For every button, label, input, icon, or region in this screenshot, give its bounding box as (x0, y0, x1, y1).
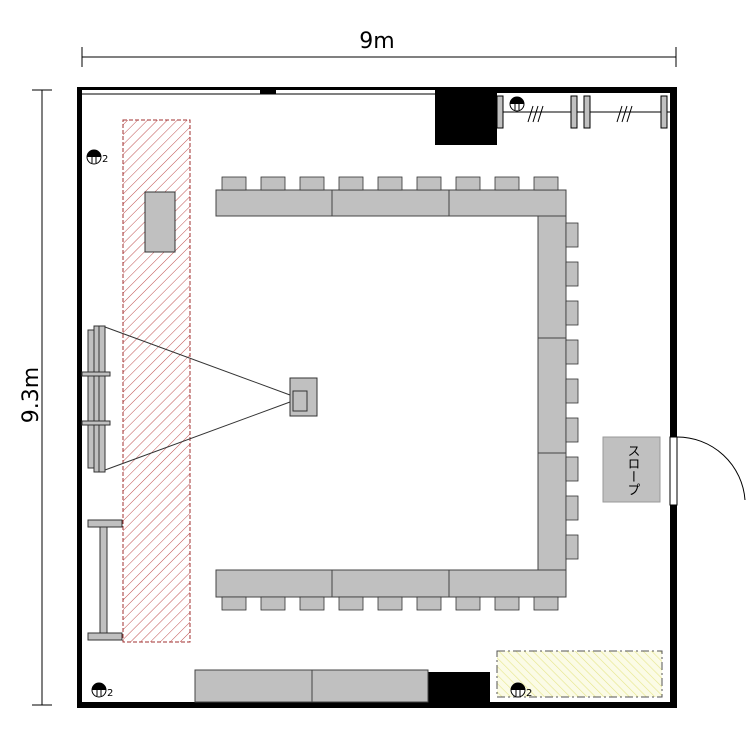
chair (416, 176, 442, 191)
width-label: 9m (359, 29, 394, 54)
stand (87, 519, 123, 641)
chair (565, 261, 579, 287)
chair (565, 300, 579, 326)
conference-tables (194, 189, 567, 703)
projector (289, 377, 318, 417)
chair (565, 456, 579, 482)
side-table (144, 191, 176, 253)
chair (299, 596, 325, 611)
chair (338, 176, 364, 191)
chair (565, 339, 579, 365)
chair (533, 176, 559, 191)
chair (338, 596, 364, 611)
chair (416, 596, 442, 611)
outlet-icon (91, 682, 107, 698)
chair (221, 596, 247, 611)
chair (455, 596, 481, 611)
chair (260, 596, 286, 611)
outlet-icon (86, 149, 102, 165)
chair (494, 176, 520, 191)
chairs (221, 176, 579, 611)
chair (299, 176, 325, 191)
outlet-count: 2 (102, 154, 108, 165)
window (496, 95, 670, 129)
pillar (435, 87, 497, 145)
chair (533, 596, 559, 611)
projection-lines (104, 326, 291, 471)
outlet-count: 2 (526, 688, 532, 699)
chair (565, 495, 579, 521)
pillar-bottom (428, 672, 490, 704)
chair (221, 176, 247, 191)
width-dimension (81, 47, 677, 67)
chair (260, 176, 286, 191)
chair (565, 534, 579, 560)
chair (565, 222, 579, 248)
outlet-count: 2 (107, 688, 113, 699)
chair (565, 378, 579, 404)
outlet-icon (510, 682, 526, 698)
slope (602, 436, 661, 503)
height-label: 9.3m (19, 367, 44, 423)
chair (494, 596, 520, 611)
walls (77, 87, 677, 708)
slope-label: スロープ (625, 444, 640, 496)
screen (81, 325, 111, 473)
chair (455, 176, 481, 191)
height-dimension (32, 89, 52, 706)
chair (565, 417, 579, 443)
outlet-icon (509, 96, 525, 112)
door[interactable] (669, 436, 746, 506)
chair (377, 596, 403, 611)
chair (377, 176, 403, 191)
